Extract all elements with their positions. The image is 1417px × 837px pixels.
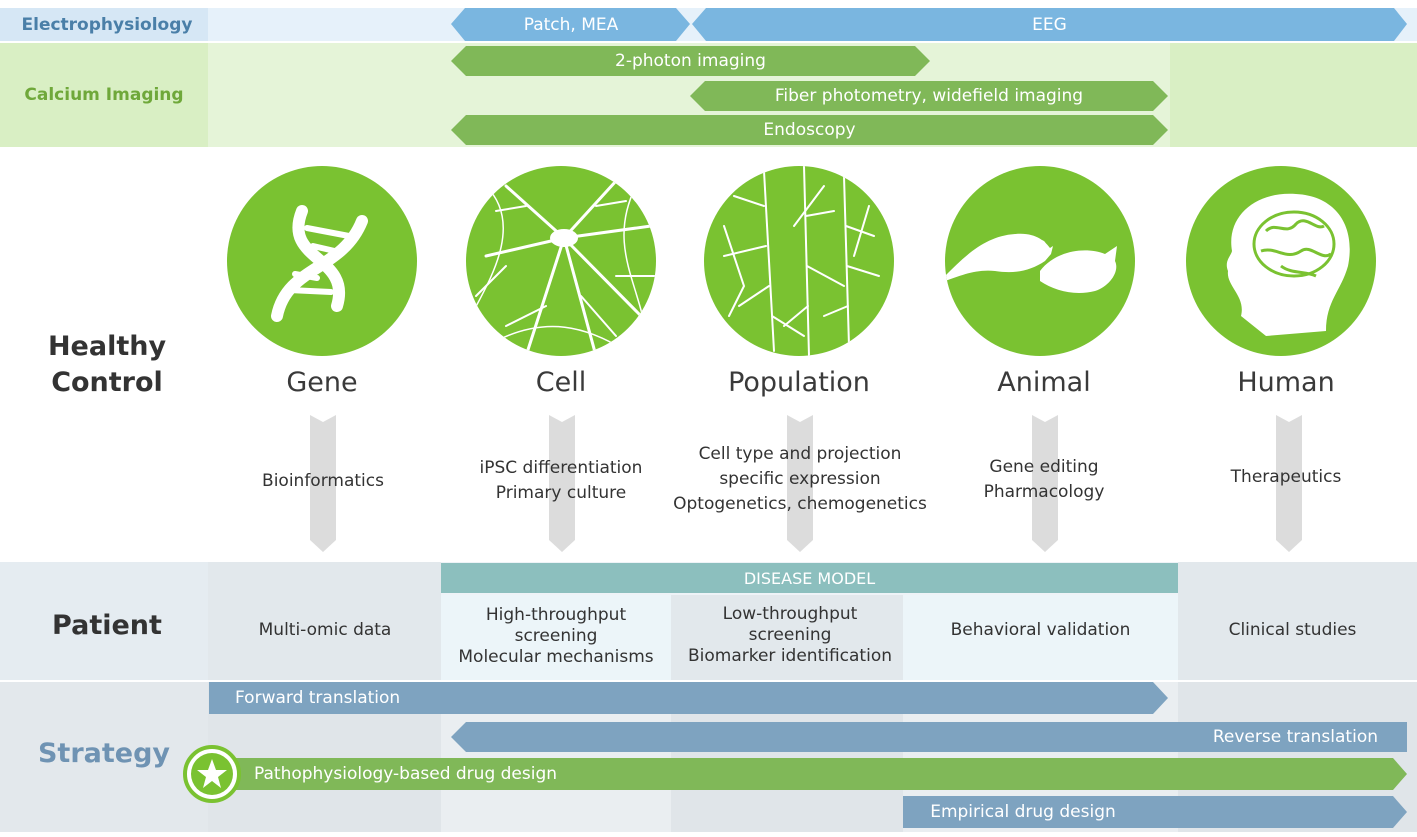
high-throughput-line-3: Molecular mechanisms <box>458 647 654 667</box>
method-specific-expression: specific expression <box>719 469 881 489</box>
patient-cell-behavioral: Behavioral validation <box>903 620 1178 641</box>
neuron-population-icon <box>704 166 894 356</box>
level-gene: Gene <box>286 367 358 398</box>
star-icon <box>183 745 241 803</box>
method-pharmacology: Pharmacology <box>983 482 1105 502</box>
multiomic-text: Multi-omic data <box>258 620 392 640</box>
method-ipsc: iPSC differentiation <box>479 458 643 478</box>
methods-animal: Gene editing Pharmacology <box>939 455 1149 505</box>
strategy-col-bg-3 <box>671 682 903 832</box>
methods-gene: Bioinformatics <box>213 469 433 494</box>
patient-cell-bg-3 <box>671 595 903 680</box>
dna-icon <box>227 166 417 356</box>
low-throughput-line-1: Low-throughput <box>722 604 858 624</box>
electrophysiology-label-bg <box>0 8 208 41</box>
empirical-label: Empirical drug design <box>930 802 1116 822</box>
methods-human: Therapeutics <box>1186 465 1386 490</box>
neuron-icon <box>466 166 656 356</box>
patch-mea-label: Patch, MEA <box>523 14 619 35</box>
level-population: Population <box>728 367 870 398</box>
method-bioinformatics: Bioinformatics <box>262 471 384 491</box>
level-human: Human <box>1237 367 1335 398</box>
disease-model-label: DISEASE MODEL <box>743 568 876 588</box>
low-throughput-line-3: Biomarker identification <box>687 646 893 666</box>
method-gene-editing: Gene editing <box>989 457 1099 477</box>
patient-cell-low-throughput: Low-throughput screening Biomarker ident… <box>671 604 909 667</box>
calcium-imaging-label: Calcium Imaging <box>24 85 184 105</box>
two-photon-label: 2-photon imaging <box>615 51 766 71</box>
level-cell: Cell <box>535 367 587 398</box>
healthy-control-line-2: Control <box>51 367 163 398</box>
methods-population: Cell type and projection specific expres… <box>660 442 940 517</box>
patho-label: Pathophysiology-based drug design <box>254 764 558 784</box>
patient-label: Patient <box>52 609 162 641</box>
fiber-label: Fiber photometry, widefield imaging <box>774 86 1084 106</box>
healthy-control-label: Healthy Control <box>0 320 214 410</box>
strategy-col-bg-5 <box>1178 682 1417 832</box>
patient-cell-bg-5 <box>1178 562 1417 680</box>
strategy-label-bg <box>0 682 208 832</box>
method-therapeutics: Therapeutics <box>1230 467 1342 487</box>
level-animal: Animal <box>997 367 1091 398</box>
patient-cell-multiomic: Multi-omic data <box>215 620 435 641</box>
patient-cell-clinical: Clinical studies <box>1178 620 1407 641</box>
eeg-label: EEG <box>1032 14 1067 35</box>
method-cell-type: Cell type and projection <box>698 444 902 464</box>
methods-cell: iPSC differentiation Primary culture <box>451 456 671 506</box>
reverse-label: Reverse translation <box>1212 727 1378 747</box>
high-throughput-line-2: screening <box>514 626 598 646</box>
forward-label: Forward translation <box>235 688 401 708</box>
patient-cell-bg-2 <box>441 595 671 680</box>
behavioral-text: Behavioral validation <box>950 620 1131 640</box>
high-throughput-line-1: High-throughput <box>485 605 627 625</box>
patient-cell-bg-4 <box>903 595 1178 680</box>
method-primary-culture: Primary culture <box>495 483 627 503</box>
strategy-label: Strategy <box>37 737 171 769</box>
method-optogenetics: Optogenetics, chemogenetics <box>673 494 927 514</box>
patient-cell-high-throughput: High-throughput screening Molecular mech… <box>441 605 671 668</box>
endoscopy-label: Endoscopy <box>763 120 856 140</box>
disease-model-bar <box>441 563 1178 593</box>
calcium-right-bg <box>1170 43 1417 147</box>
low-throughput-line-2: screening <box>748 625 832 645</box>
clinical-text: Clinical studies <box>1228 620 1357 640</box>
calcium-label-bg <box>0 43 208 147</box>
brain-head-icon <box>1186 166 1376 356</box>
patient-label-bg <box>0 562 208 680</box>
electrophysiology-label: Electrophysiology <box>21 14 193 35</box>
healthy-control-line-1: Healthy <box>47 331 167 362</box>
patient-cell-bg-1 <box>208 562 441 680</box>
mice-icon <box>945 166 1135 356</box>
